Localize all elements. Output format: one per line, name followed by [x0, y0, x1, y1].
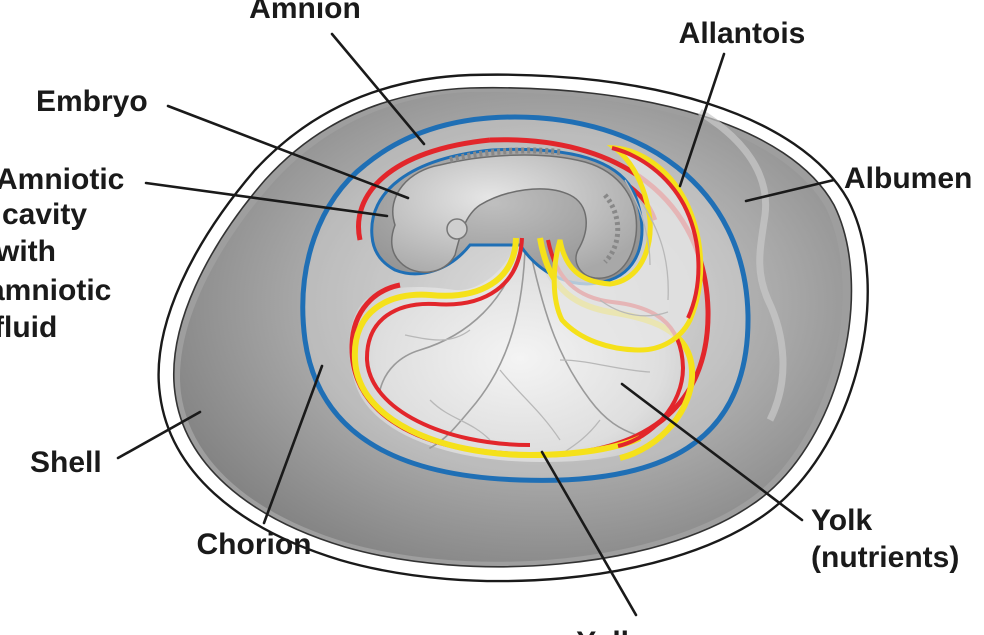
label-allantois: Allantois: [679, 17, 806, 50]
label-amniotic-cavity-line-4: amniotic: [0, 274, 111, 307]
label-amniotic-cavity-line-5: fluid: [0, 311, 57, 344]
label-amniotic-cavity-line-1: Amniotic: [0, 163, 124, 196]
label-shell: Shell: [30, 446, 102, 479]
label-amnion: Amnion: [249, 0, 361, 25]
label-chorion: Chorion: [197, 528, 312, 561]
label-yolk-nutrients-line-2: (nutrients): [811, 541, 959, 574]
label-amniotic-cavity-line-3: with: [0, 235, 56, 268]
label-embryo: Embryo: [36, 85, 148, 118]
label-yolk-sac: Yolk sac: [576, 626, 696, 635]
label-yolk-nutrients-line-1: Yolk: [811, 504, 872, 537]
label-albumen: Albumen: [844, 162, 972, 195]
label-amniotic-cavity-line-2: cavity: [2, 198, 87, 231]
